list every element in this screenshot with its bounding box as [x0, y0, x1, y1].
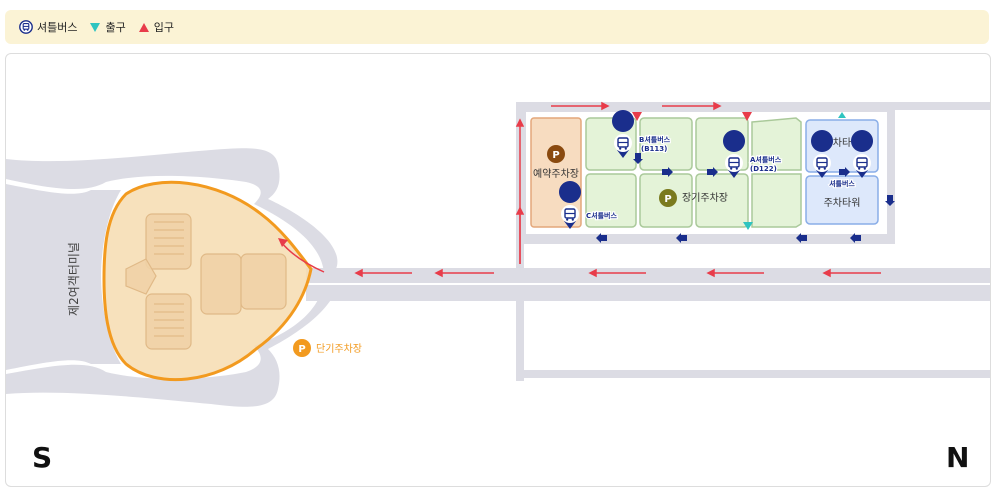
lower-road-horizontal — [516, 370, 990, 378]
upper-road-east — [895, 102, 990, 110]
short-term-parking-marker: P — [293, 339, 311, 357]
reserved-p-symbol: P — [552, 150, 559, 161]
exit-marker-1 — [838, 112, 846, 118]
entrance-flow-arrowhead — [278, 238, 288, 247]
exit-triangle-icon — [90, 23, 101, 32]
long-term-p-marker — [659, 189, 677, 207]
south-label: S — [32, 441, 52, 474]
terminal-label: 제2여객터미널 — [67, 242, 81, 316]
entrance-marker-1 — [632, 112, 642, 121]
entrance-triangle-icon — [138, 23, 149, 32]
exit-marker-2 — [743, 222, 753, 230]
map-canvas: P 단기주차장 제2여객터미널 P 예약주차장 P 장기주차장 주차타워 — [6, 101, 990, 474]
shuttle-tower-label: 셔틀버스 — [829, 179, 855, 188]
shuttle-a-label: A셔틀버스 — [750, 155, 782, 164]
parking-tower-bottom-label: 주차타워 — [824, 196, 861, 209]
north-label: N — [946, 441, 969, 474]
legend-exit-label: 출구 — [105, 21, 126, 34]
shuttle-c-label: C셔틀버스 — [586, 211, 617, 220]
legend-exit: 출구 — [89, 19, 126, 35]
long-term-parking-label: 장기주차장 — [682, 192, 728, 204]
lower-road-vertical — [516, 301, 524, 381]
legend-bar: 셔틀버스 출구 입구 — [5, 10, 989, 44]
shuttle-b-label: B셔틀버스 — [639, 135, 671, 144]
long-term-p-symbol: P — [664, 194, 671, 205]
entrance-arrows — [354, 101, 881, 278]
short-term-parking-stripes — [154, 221, 184, 337]
parking-map: P 단기주차장 제2여객터미널 P 예약주차장 P 장기주차장 주차타워 — [5, 53, 991, 487]
short-term-parking-structure — [125, 213, 287, 350]
long-term-parking-area — [585, 117, 802, 228]
legend-shuttle-label: 셔틀버스 — [37, 21, 78, 34]
legend-shuttle: 셔틀버스 — [19, 19, 77, 35]
legend-entrance: 입구 — [138, 19, 174, 35]
short-term-parking-label: 단기주차장 — [316, 343, 362, 355]
shuttle-a-code: (D122) — [750, 165, 777, 173]
short-term-p-symbol: P — [298, 344, 305, 355]
reserved-parking-label: 예약주차장 — [533, 168, 579, 180]
main-road-center — [306, 283, 990, 285]
entrance-marker-2 — [742, 112, 752, 121]
shuttle-b-code: (B113) — [641, 145, 667, 153]
shuttle-bus-icon — [19, 20, 33, 34]
reserved-p-marker — [547, 145, 565, 163]
terminal-core — [6, 184, 121, 370]
legend-entrance-label: 입구 — [153, 21, 174, 34]
